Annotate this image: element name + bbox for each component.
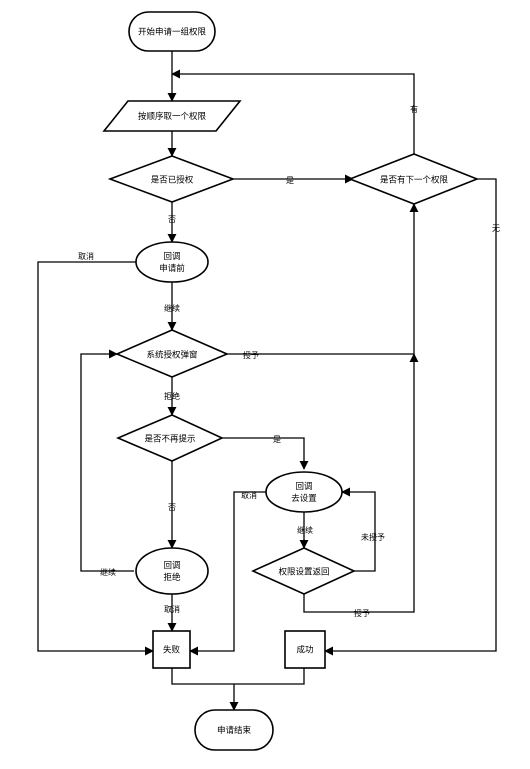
label-settings-continue: 继续	[297, 525, 313, 535]
has-next-label: 是否有下一个权限	[380, 175, 449, 186]
label-return-not-granted: 未授予	[361, 532, 385, 542]
goto-settings-label-2: 去设置	[291, 493, 317, 504]
fail-box	[152, 630, 191, 669]
rejected-label-2: 拒绝	[163, 572, 181, 583]
authorized-decision	[107, 155, 236, 203]
rejected-ellipse	[135, 547, 209, 595]
before-request-ellipse	[135, 241, 209, 283]
fetch-data-parallelogram	[102, 100, 242, 132]
rejected-label-1: 回调	[163, 561, 180, 571]
edge-rejected-continue	[80, 349, 134, 572]
edge-before-cancel	[37, 261, 154, 656]
label-return-granted: 授予	[354, 608, 370, 618]
edge-noprompt-yes	[222, 437, 309, 470]
no-prompt-label: 是否不再提示	[144, 434, 195, 445]
start-terminator	[128, 11, 216, 52]
before-request-label-1: 回调	[163, 252, 180, 262]
goto-settings-ellipse	[265, 471, 343, 513]
label-dialog-granted: 授予	[243, 350, 259, 360]
settings-return-label: 权限设置返回	[278, 567, 329, 578]
edge-dialog-granted	[227, 203, 419, 355]
label-authorized-yes: 是	[286, 176, 294, 185]
success-box	[284, 630, 326, 669]
no-prompt-decision	[115, 414, 224, 462]
label-rejected-continue: 继续	[100, 567, 116, 577]
label-noprompt-no: 否	[168, 503, 176, 512]
success-label: 成功	[296, 645, 313, 656]
edge-fail-to-end	[171, 668, 234, 685]
edge-settings-cancel	[189, 491, 266, 656]
fetch-label: 按顺序取一个权限	[138, 111, 207, 122]
label-dialog-refused: 拒绝	[164, 391, 180, 401]
edge-return-not-granted	[341, 487, 376, 572]
has-next-decision	[347, 153, 480, 205]
label-settings-cancel: 取消	[241, 490, 257, 500]
goto-settings-label-1: 回调	[295, 482, 312, 492]
label-has-next-no: 无	[492, 224, 500, 233]
label-rejected-cancel: 取消	[164, 604, 180, 614]
system-dialog-decision	[114, 329, 230, 378]
edge-success-to-end	[234, 668, 305, 685]
edge-next-no	[324, 178, 497, 656]
end-label: 申请结束	[217, 725, 252, 736]
system-dialog-label: 系统授权弹窗	[146, 350, 197, 361]
end-terminator	[194, 709, 274, 751]
authorized-label: 是否已授权	[151, 175, 194, 186]
label-noprompt-yes: 是	[273, 435, 281, 444]
fail-label: 失败	[163, 645, 181, 656]
label-authorized-no: 否	[168, 215, 176, 224]
label-has-next-yes: 有	[410, 104, 418, 114]
start-label: 开始申请一组权限	[138, 27, 207, 38]
edge-next-yes-loop	[171, 69, 415, 154]
label-before-continue: 继续	[164, 303, 180, 313]
edge-return-granted	[303, 353, 419, 613]
settings-return-decision	[251, 547, 356, 595]
label-before-cancel: 取消	[78, 251, 94, 261]
before-request-label-2: 申请前	[159, 263, 185, 274]
